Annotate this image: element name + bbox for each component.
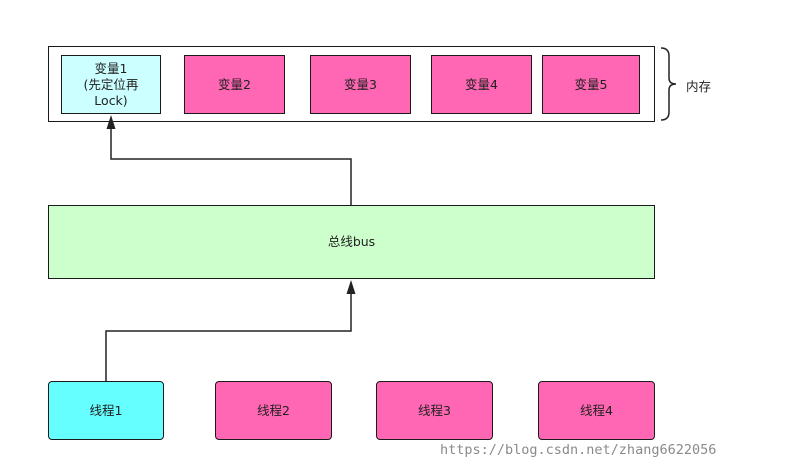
thread-1-label: 线程1 (89, 402, 123, 418)
bus-arrowhead (346, 280, 356, 294)
variable-1-label: 变量1 (94, 60, 128, 76)
thread-to-bus-connector (105, 293, 352, 381)
variable-2-box: 变量2 (184, 55, 285, 114)
variable-1-note-cont: Lock) (94, 92, 128, 108)
thread-4-label: 线程4 (580, 402, 613, 418)
memory-brace (660, 47, 677, 121)
variable-1-note: (先定位再 (83, 76, 139, 92)
thread-3-label: 线程3 (418, 402, 451, 418)
watermark-text: https://blog.csdn.net/zhang6622056 (440, 442, 717, 458)
variable-3-label: 变量3 (344, 76, 377, 92)
thread-1-box: 线程1 (48, 381, 164, 440)
bus-to-variable-connector (110, 128, 352, 205)
variable-2-label: 变量2 (218, 76, 251, 92)
variable-5-box: 变量5 (542, 55, 640, 114)
thread-3-box: 线程3 (376, 381, 493, 440)
variable-4-label: 变量4 (465, 76, 498, 92)
variable-arrowhead (106, 115, 116, 129)
bus-label: 总线bus (327, 234, 376, 249)
variable-1-box: 变量1 (先定位再 Lock) (61, 55, 161, 114)
thread-2-box: 线程2 (215, 381, 332, 440)
variable-4-box: 变量4 (431, 55, 532, 114)
thread-2-label: 线程2 (257, 402, 290, 418)
bus-box: 总线bus (48, 205, 655, 279)
variable-3-box: 变量3 (310, 55, 411, 114)
thread-4-box: 线程4 (538, 381, 655, 440)
memory-label: 内存 (686, 79, 712, 94)
variable-5-label: 变量5 (574, 76, 608, 92)
